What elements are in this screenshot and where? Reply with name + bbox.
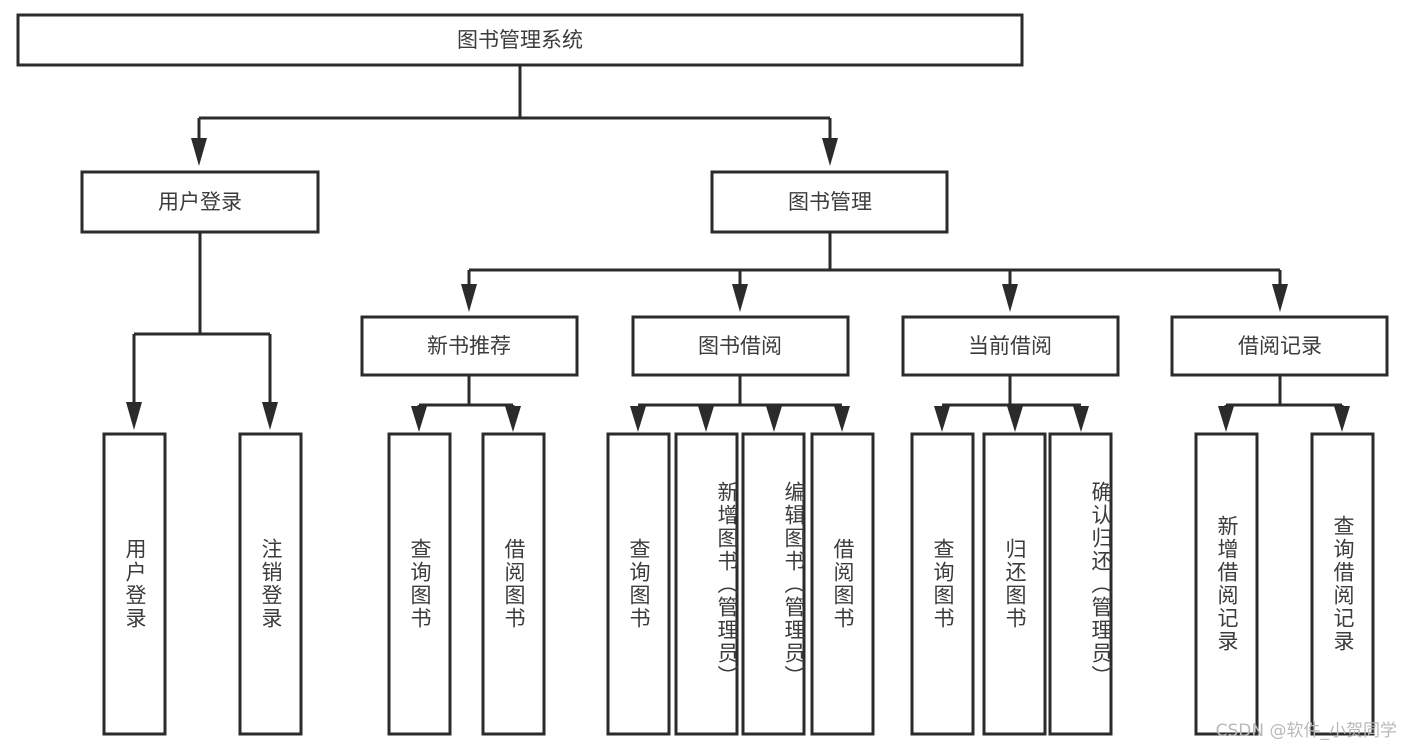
arrow-head-icon xyxy=(822,138,838,166)
node-new-book-rec[interactable]: 新书推荐 xyxy=(360,315,579,377)
node-leaf-rec-query-book-box[interactable] xyxy=(387,432,452,736)
node-leaf-add-book-admin-box[interactable] xyxy=(674,432,739,736)
leaf-boxes xyxy=(102,432,1375,736)
arrow-head-icon xyxy=(1334,406,1350,432)
arrow-head-icon xyxy=(732,284,748,312)
node-borrow-record-box[interactable] xyxy=(1170,315,1389,377)
node-leaf-logout-box[interactable] xyxy=(238,432,303,736)
arrow-head-icon xyxy=(1218,406,1234,432)
connector-group-book-manage xyxy=(461,232,1288,312)
arrow-head-icon xyxy=(262,402,278,430)
node-leaf-rec-borrow-book-box[interactable] xyxy=(481,432,546,736)
arrow-head-icon xyxy=(934,406,950,432)
node-new-book-rec-box[interactable] xyxy=(360,315,579,377)
arrow-head-icon xyxy=(1272,284,1288,312)
node-leaf-return-book-box[interactable] xyxy=(982,432,1047,736)
arrow-head-icon xyxy=(1002,284,1018,312)
node-leaf-confirm-return-admin-box[interactable] xyxy=(1048,432,1113,736)
arrow-head-icon xyxy=(1007,406,1023,432)
node-leaf-borrow-book-box[interactable] xyxy=(810,432,875,736)
node-current-borrow-label: 当前借阅 xyxy=(968,334,1052,358)
node-leaf-edit-book-admin-box[interactable] xyxy=(741,432,806,736)
node-leaf-user-login-box[interactable] xyxy=(102,432,167,736)
arrow-head-icon xyxy=(698,406,714,432)
node-current-borrow-box[interactable] xyxy=(901,315,1120,377)
arrow-head-icon xyxy=(461,284,477,312)
node-book-borrow-label: 图书借阅 xyxy=(698,334,782,358)
arrow-head-icon xyxy=(834,406,850,432)
connector-group-current-borrow xyxy=(934,375,1089,432)
node-leaf-add-borrow-record-box[interactable] xyxy=(1194,432,1259,736)
watermark-text: CSDN @软件_小贺同学 xyxy=(1215,721,1397,741)
node-book-manage-box[interactable] xyxy=(710,170,949,234)
arrow-head-icon xyxy=(1073,406,1089,432)
node-leaf-borrow-query-book-box[interactable] xyxy=(606,432,671,736)
node-new-book-rec-label: 新书推荐 xyxy=(427,334,511,358)
arrow-head-icon xyxy=(126,402,142,430)
node-root-label: 图书管理系统 xyxy=(457,28,583,52)
connector-group-book-borrow xyxy=(630,375,850,432)
arrow-head-icon xyxy=(630,406,646,432)
node-borrow-record-label: 借阅记录 xyxy=(1238,334,1322,358)
arrow-head-icon xyxy=(411,406,427,432)
arrow-head-icon xyxy=(191,138,207,166)
node-leaf-query-borrow-record-box[interactable] xyxy=(1310,432,1375,736)
arrow-head-icon xyxy=(766,406,782,432)
node-user-login[interactable]: 用户登录 xyxy=(80,170,320,234)
node-user-login-label: 用户登录 xyxy=(158,190,242,214)
node-book-borrow-box[interactable] xyxy=(631,315,850,377)
connector-group-new-book-rec xyxy=(411,375,521,432)
connector-group-user-login xyxy=(126,232,278,430)
arrow-head-icon xyxy=(505,406,521,432)
node-root[interactable]: 图书管理系统 xyxy=(16,13,1024,67)
node-user-login-box[interactable] xyxy=(80,170,320,234)
node-borrow-record[interactable]: 借阅记录 xyxy=(1170,315,1389,377)
node-leaf-cur-query-book-box[interactable] xyxy=(910,432,975,736)
node-book-manage-label: 图书管理 xyxy=(788,190,872,214)
connector-group-borrow-record xyxy=(1218,375,1350,432)
node-current-borrow[interactable]: 当前借阅 xyxy=(901,315,1120,377)
node-book-borrow[interactable]: 图书借阅 xyxy=(631,315,850,377)
connector-group-root xyxy=(191,65,838,166)
node-root-box[interactable] xyxy=(16,13,1024,67)
node-book-manage[interactable]: 图书管理 xyxy=(710,170,949,234)
